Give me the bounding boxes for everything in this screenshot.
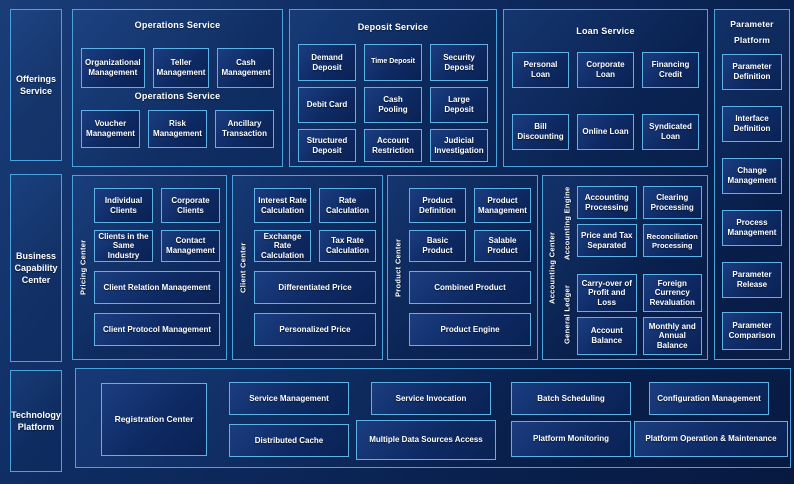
box-configuration-management: Configuration Management [649, 382, 769, 415]
box-distributed-cache: Distributed Cache [229, 424, 349, 457]
box-reconciliation-processing: Reconciliation Processing [642, 224, 702, 257]
box-multiple-data-sources-access: Multiple Data Sources Access [356, 420, 496, 460]
product-center-label: Product Center [393, 238, 403, 297]
box-clients-same-industry: Clients in the Same Industry [94, 230, 153, 262]
box-structured-deposit: Structured Deposit [298, 129, 356, 162]
client-center-label: Client Center [238, 242, 248, 293]
product-center-panel: Product Center Product Definition Produc… [387, 175, 538, 360]
box-product-definition: Product Definition [409, 188, 466, 223]
rail-business-capability-center: Business Capability Center [10, 174, 62, 362]
accounting-center-label: Accounting Center [547, 231, 557, 304]
box-individual-clients: Individual Clients [94, 188, 153, 223]
box-registration-center: Registration Center [101, 383, 207, 456]
box-cash-management: Cash Management [217, 48, 275, 88]
deposit-service-title: Deposit Service [357, 22, 429, 32]
box-organizational-management: Organizational Management [81, 48, 145, 88]
box-batch-scheduling: Batch Scheduling [511, 382, 631, 415]
box-risk-management: Risk Management [148, 110, 207, 148]
operations-service-title: Operations Service [134, 20, 221, 30]
accounting-engine-label: Accounting Engine [562, 186, 572, 260]
operations-service-panel: Operations Service Organizational Manage… [72, 9, 283, 167]
pricing-center-panel: Pricing Center Individual Clients Corpor… [72, 175, 227, 360]
box-financing-credit: Financing Credit [642, 52, 699, 88]
box-product-management: Product Management [474, 188, 531, 223]
box-service-invocation: Service Invocation [371, 382, 491, 415]
box-parameter-release: Parameter Release [722, 262, 782, 298]
general-ledger-label: General Ledger [562, 284, 572, 344]
box-contact-management: Contact Management [161, 230, 220, 262]
box-differentiated-price: Differentiated Price [254, 271, 376, 304]
box-basic-product: Basic Product [409, 230, 466, 262]
box-personal-loan: Personal Loan [512, 52, 569, 88]
box-exchange-rate-calculation: Exchange Rate Calculation [254, 230, 311, 262]
box-corporate-loan: Corporate Loan [577, 52, 634, 88]
box-price-and-tax-separated: Price and Tax Separated [577, 224, 637, 257]
box-interest-rate-calculation: Interest Rate Calculation [254, 188, 311, 223]
box-syndicated-loan: Syndicated Loan [642, 114, 699, 150]
box-platform-operation-maintenance: Platform Operation & Maintenance [634, 421, 788, 457]
box-large-deposit: Large Deposit [430, 87, 488, 123]
box-platform-monitoring: Platform Monitoring [511, 421, 631, 457]
parameter-platform-panel: Parameter Platform Parameter Definition … [714, 9, 790, 360]
box-process-management: Process Management [722, 210, 782, 246]
operations-service-mid-label: Operations Service [134, 91, 221, 101]
box-rate-calculation: Rate Calculation [319, 188, 376, 223]
box-client-relation-management: Client Relation Management [94, 271, 220, 304]
box-voucher-management: Voucher Management [81, 110, 140, 148]
box-service-management: Service Management [229, 382, 349, 415]
box-product-engine: Product Engine [409, 313, 531, 346]
box-change-management: Change Management [722, 158, 782, 194]
deposit-service-panel: Deposit Service Demand Deposit Time Depo… [289, 9, 497, 167]
box-account-balance: Account Balance [577, 317, 637, 355]
box-teller-management: Teller Management [152, 48, 210, 88]
box-foreign-currency-revaluation: Foreign Currency Revaluation [642, 274, 702, 312]
box-parameter-comparison: Parameter Comparison [722, 312, 782, 350]
box-client-protocol-management: Client Protocol Management [94, 313, 220, 346]
box-combined-product: Combined Product [409, 271, 531, 304]
box-carry-over-profit-loss: Carry-over of Profit and Loss [577, 274, 637, 312]
box-bill-discounting: Bill Discounting [512, 114, 569, 150]
box-monthly-annual-balance: Monthly and Annual Balance [642, 317, 702, 355]
box-corporate-clients: Corporate Clients [161, 188, 220, 223]
box-parameter-definition: Parameter Definition [722, 54, 782, 90]
rail-technology-platform: Technology Platform [10, 370, 62, 472]
box-security-deposit: Security Deposit [430, 44, 488, 81]
pricing-center-label: Pricing Center [78, 239, 88, 296]
accounting-center-panel: Accounting Center Accounting Engine Gene… [542, 175, 708, 360]
box-tax-rate-calculation: Tax Rate Calculation [319, 230, 376, 262]
box-judicial-investigation: Judicial Investigation [430, 129, 488, 162]
technology-platform-panel: Registration Center Service Management S… [75, 368, 791, 468]
box-personalized-price: Personalized Price [254, 313, 376, 346]
box-account-restriction: Account Restriction [364, 129, 422, 162]
parameter-platform-title: Parameter Platform [730, 19, 774, 46]
client-center-panel: Client Center Interest Rate Calculation … [232, 175, 383, 360]
box-cash-pooling: Cash Pooling [364, 87, 422, 123]
box-interface-definition: Interface Definition [722, 106, 782, 142]
box-accounting-processing: Accounting Processing [577, 186, 637, 219]
box-ancillary-transaction: Ancillary Transaction [215, 110, 274, 148]
rail-offerings-service: Offerings Service [10, 9, 62, 161]
loan-service-panel: Loan Service Personal Loan Corporate Loa… [503, 9, 708, 167]
loan-service-title: Loan Service [576, 26, 635, 36]
box-time-deposit: Time Deposit [364, 44, 422, 81]
box-online-loan: Online Loan [577, 114, 634, 150]
box-clearing-processing: Clearing Processing [642, 186, 702, 219]
box-demand-deposit: Demand Deposit [298, 44, 356, 81]
box-salable-product: Salable Product [474, 230, 531, 262]
box-debit-card: Debit Card [298, 87, 356, 123]
